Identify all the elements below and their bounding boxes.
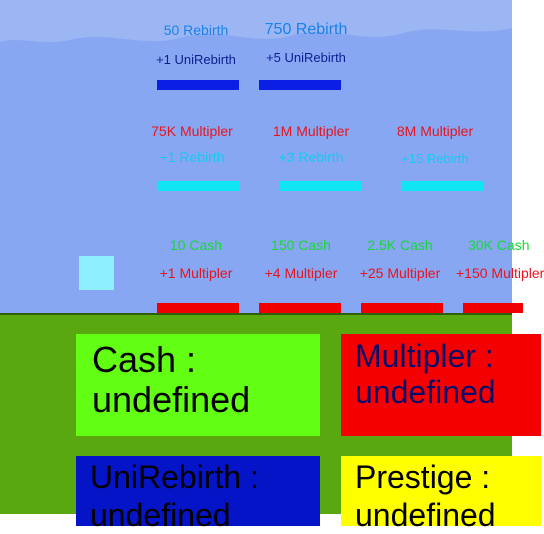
multipler-value: undefined bbox=[355, 374, 496, 410]
multipler-upgrade-2-reward: +4 Multipler bbox=[264, 265, 338, 281]
unirebirth-upgrade-1[interactable]: 50 Rebirth +1 UniRebirth bbox=[144, 22, 248, 68]
unirebirth-upgrade-1-cost: 50 Rebirth bbox=[163, 22, 229, 38]
multipler-upgrade-1-reward: +1 Multipler bbox=[159, 265, 233, 281]
multipler-upgrade-4-reward: +150 Multipler bbox=[456, 265, 544, 281]
multipler-card: Multipler : undefined bbox=[341, 334, 541, 436]
unirebirth-label: UniRebirth : bbox=[90, 459, 259, 495]
rebirth-upgrade-2-bar[interactable] bbox=[280, 181, 362, 191]
unirebirth-upgrade-2-reward: +5 UniRebirth bbox=[266, 50, 346, 65]
rebirth-upgrade-3-cost: 8M Multipler bbox=[396, 123, 474, 139]
unirebirth-upgrade-1-reward: +1 UniRebirth bbox=[156, 52, 236, 67]
unirebirth-value: undefined bbox=[90, 497, 231, 533]
cash-card: Cash : undefined bbox=[76, 334, 320, 436]
multipler-upgrade-1-cost: 10 Cash bbox=[169, 237, 223, 253]
multipler-upgrade-4-bar[interactable] bbox=[463, 303, 523, 313]
unirebirth-upgrade-2-bar[interactable] bbox=[259, 80, 341, 90]
rebirth-upgrade-3[interactable]: 8M Multipler +15 Rebirth bbox=[382, 123, 488, 167]
multipler-upgrade-3[interactable]: 2.5K Cash +25 Multipler bbox=[350, 237, 450, 281]
multipler-upgrade-4[interactable]: 30K Cash +150 Multipler bbox=[456, 237, 544, 281]
rebirth-upgrade-1-bar[interactable] bbox=[157, 181, 239, 191]
cash-value: undefined bbox=[92, 379, 251, 420]
rebirth-upgrade-2-cost: 1M Multipler bbox=[272, 123, 350, 139]
player-block bbox=[79, 256, 114, 290]
unirebirth-upgrade-2[interactable]: 750 Rebirth +5 UniRebirth bbox=[247, 22, 365, 66]
rebirth-upgrade-1-reward: +1 Rebirth bbox=[159, 149, 225, 165]
multipler-upgrade-4-cost: 30K Cash bbox=[468, 237, 530, 253]
multipler-label: Multipler : bbox=[355, 338, 494, 374]
rebirth-upgrade-1-cost: 75K Multipler bbox=[151, 123, 233, 139]
cloud-strip bbox=[0, 0, 512, 42]
multipler-upgrade-3-cost: 2.5K Cash bbox=[367, 237, 433, 253]
rebirth-upgrade-3-bar[interactable] bbox=[401, 181, 483, 191]
rebirth-upgrade-3-reward: +15 Rebirth bbox=[401, 151, 469, 166]
cash-label: Cash : bbox=[92, 339, 197, 380]
multipler-upgrade-3-reward: +25 Multipler bbox=[359, 265, 441, 281]
multipler-upgrade-2[interactable]: 150 Cash +4 Multipler bbox=[254, 237, 348, 281]
unirebirth-upgrade-2-cost: 750 Rebirth bbox=[264, 21, 348, 38]
multipler-upgrade-1-bar[interactable] bbox=[157, 303, 239, 313]
multipler-upgrade-2-bar[interactable] bbox=[259, 303, 341, 313]
unirebirth-card: UniRebirth : undefined bbox=[76, 456, 320, 533]
rebirth-upgrade-1[interactable]: 75K Multipler +1 Rebirth bbox=[136, 123, 248, 165]
multipler-upgrade-3-bar[interactable] bbox=[361, 303, 443, 313]
prestige-label: Prestige : bbox=[355, 459, 491, 495]
unirebirth-upgrade-1-bar[interactable] bbox=[157, 80, 239, 90]
multipler-upgrade-2-cost: 150 Cash bbox=[271, 237, 331, 253]
rebirth-upgrade-2-reward: +3 Rebirth bbox=[278, 149, 344, 165]
multipler-upgrade-1[interactable]: 10 Cash +1 Multipler bbox=[146, 237, 246, 281]
rebirth-upgrade-2[interactable]: 1M Multipler +3 Rebirth bbox=[258, 123, 364, 165]
prestige-value: undefined bbox=[355, 497, 496, 533]
prestige-card: Prestige : undefined bbox=[341, 456, 541, 533]
